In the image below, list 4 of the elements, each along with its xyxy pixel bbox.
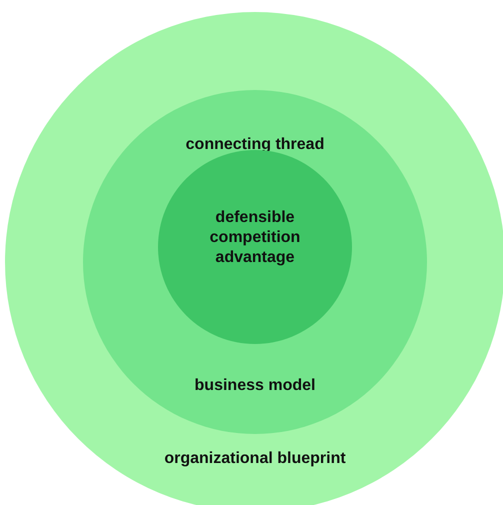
- circle-label: business model: [194, 376, 316, 396]
- circle-label: defensible competition advantage: [208, 208, 302, 268]
- circle-label: organizational blueprint: [164, 449, 346, 469]
- circle-label: connecting thread: [186, 135, 324, 155]
